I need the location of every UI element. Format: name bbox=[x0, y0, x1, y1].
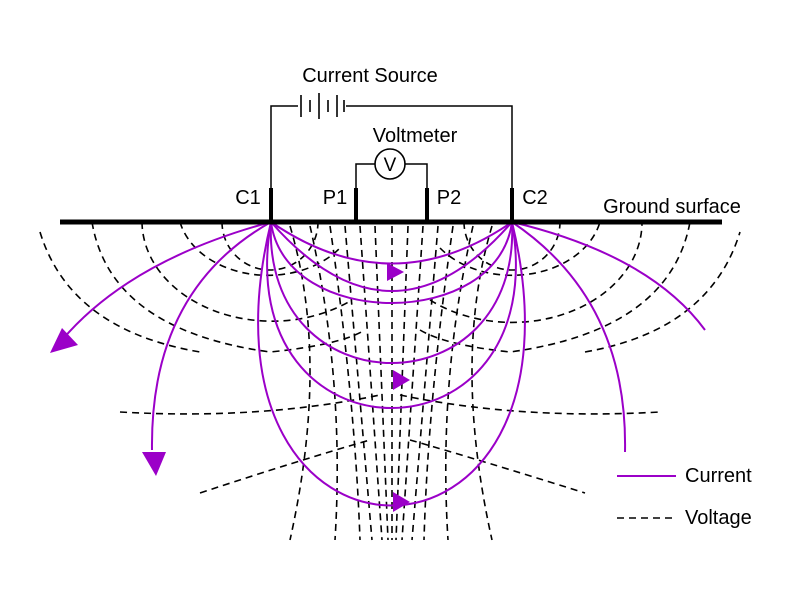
electrode-p2-label: P2 bbox=[437, 187, 461, 209]
voltmeter-wire-left bbox=[355, 163, 375, 188]
current-line-1 bbox=[270, 221, 513, 265]
source-wire-left bbox=[270, 105, 298, 188]
legend: Current Voltage bbox=[617, 465, 752, 529]
current-line-3 bbox=[270, 221, 513, 304]
legend-voltage-label: Voltage bbox=[685, 507, 752, 529]
electrode-p1-label: P1 bbox=[323, 187, 347, 209]
current-lines bbox=[61, 221, 706, 507]
arrow-head-3 bbox=[393, 492, 410, 512]
equipotential-ray-11 bbox=[423, 225, 454, 541]
equipotential-ray-1 bbox=[289, 225, 311, 541]
current-line-4 bbox=[269, 221, 514, 364]
equipotential-low-left bbox=[199, 439, 371, 494]
current-line-outer-left-2 bbox=[150, 221, 272, 451]
equipotential-c2-4 bbox=[419, 221, 691, 353]
equipotential-c1-5 bbox=[39, 231, 201, 353]
electrodes bbox=[269, 188, 514, 222]
equipotential-c2-1 bbox=[463, 221, 561, 271]
equipotential-ray-2 bbox=[309, 225, 339, 541]
equipotential-ray-12 bbox=[444, 225, 474, 541]
electrode-c2-label: C2 bbox=[522, 187, 548, 209]
equipotential-c1-4 bbox=[91, 221, 366, 353]
current-line-outer-right-2 bbox=[511, 221, 627, 453]
current-line-2 bbox=[270, 221, 513, 292]
arrow-head-left-2 bbox=[142, 452, 166, 476]
ground-surface-label: Ground surface bbox=[603, 196, 741, 218]
arrow-head-2 bbox=[393, 370, 410, 390]
equipotential-ray-13 bbox=[471, 225, 493, 541]
voltmeter-label: Voltmeter bbox=[373, 125, 458, 147]
electrode-c1-label: C1 bbox=[235, 187, 261, 209]
equipotential-c1-3 bbox=[141, 221, 353, 322]
equipotential-c1-1 bbox=[221, 221, 319, 271]
equipotential-ray-10 bbox=[411, 225, 439, 541]
current-arrows bbox=[50, 263, 410, 512]
equipotential-c2-2 bbox=[439, 221, 601, 277]
arrow-head-left-1 bbox=[50, 328, 78, 353]
equipotential-ray-5 bbox=[359, 225, 383, 541]
equipotential-low-right bbox=[409, 439, 586, 494]
equipotential-c2-3 bbox=[429, 221, 643, 324]
equipotential-ray-3 bbox=[329, 225, 361, 541]
equipotential-ray-9 bbox=[401, 225, 424, 541]
equipotential-c2-6 bbox=[399, 394, 661, 415]
current-line-outer-right-1 bbox=[511, 221, 706, 331]
voltmeter-symbol: V bbox=[384, 155, 397, 176]
arrow-head-1 bbox=[387, 263, 404, 281]
voltmeter-wire-right bbox=[405, 163, 428, 188]
equipotential-c1-2 bbox=[179, 221, 341, 277]
current-line-outer-left-1 bbox=[61, 221, 272, 341]
equipotential-ray-4 bbox=[344, 225, 373, 541]
voltmeter-icon bbox=[374, 148, 406, 180]
current-line-5 bbox=[266, 221, 517, 409]
current-source-circuit bbox=[270, 105, 513, 188]
battery-icon bbox=[300, 93, 345, 119]
current-line-6 bbox=[257, 221, 526, 507]
voltmeter-circuit bbox=[355, 163, 428, 188]
source-wire-right bbox=[346, 105, 513, 188]
equipotential-ray-6 bbox=[374, 225, 389, 541]
equipotential-c2-5 bbox=[584, 231, 741, 353]
legend-current-label: Current bbox=[685, 465, 752, 487]
current-source-label: Current Source bbox=[302, 65, 438, 87]
